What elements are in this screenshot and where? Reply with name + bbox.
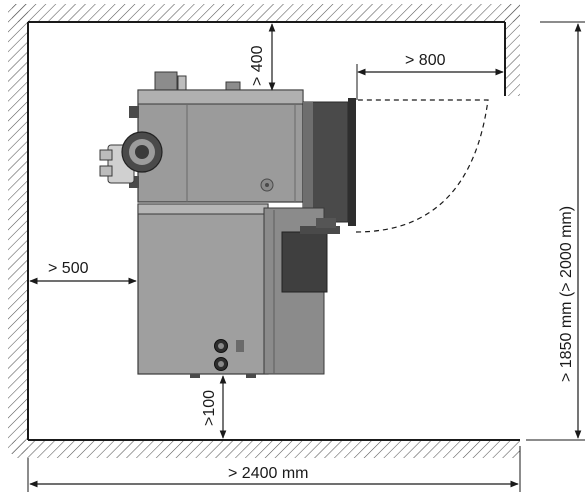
room-walls xyxy=(8,4,520,458)
side-clearance-label: > 500 xyxy=(48,260,89,277)
dimension-front-clearance: > 800 xyxy=(356,52,504,100)
bottom-clearance-label: >100 xyxy=(201,390,218,426)
boiler-lower-body xyxy=(137,203,269,375)
dimension-room-width: > 2400 mm xyxy=(27,446,521,492)
dimension-bottom-clearance: >100 xyxy=(201,375,227,439)
left-wall-hatch xyxy=(8,4,28,454)
door-swing-arc xyxy=(355,99,489,233)
front-clearance-label: > 800 xyxy=(405,52,446,69)
boiler xyxy=(99,71,356,378)
room-width-label: > 2400 mm xyxy=(228,465,308,482)
top-clearance-label: > 400 xyxy=(249,45,266,86)
room-depth-label: > 1850 mm (> 2000 mm) xyxy=(558,206,575,382)
boiler-upper-body xyxy=(137,89,304,203)
bottom-wall-hatch xyxy=(12,440,520,458)
boiler-top-fitting xyxy=(154,71,178,93)
dimension-top-clearance: > 400 xyxy=(249,23,276,91)
dimension-side-clearance: > 500 xyxy=(29,260,137,285)
right-wall-hatch xyxy=(505,4,520,96)
dimension-room-depth: > 1850 mm (> 2000 mm) xyxy=(526,21,585,441)
burner-assembly xyxy=(99,131,163,184)
boiler-door-panel xyxy=(348,98,356,226)
top-wall-hatch xyxy=(12,4,520,22)
control-box xyxy=(281,231,328,293)
